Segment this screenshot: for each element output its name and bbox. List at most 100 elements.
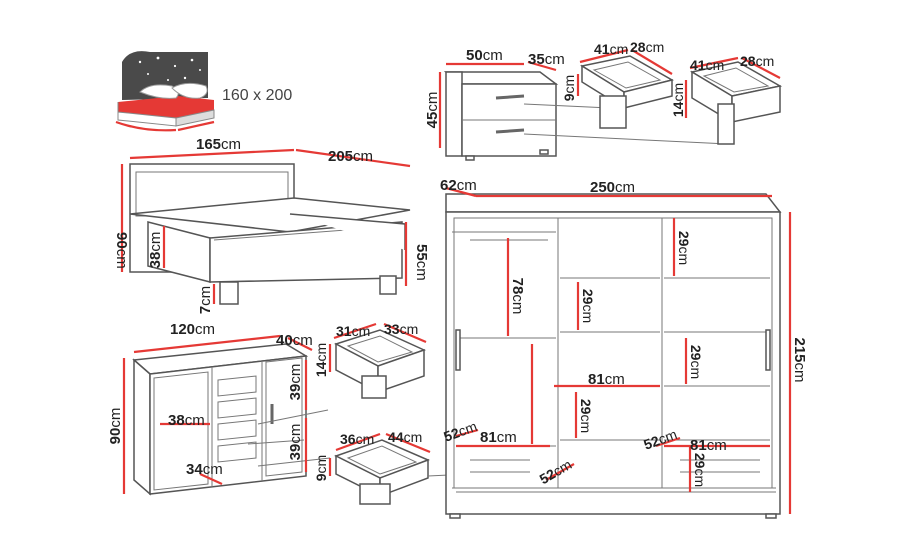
nightstand-drawer-1-depth-value: 28	[630, 39, 646, 55]
unit-label: cm	[424, 92, 441, 112]
dresser-drawer-front-2-value: 39	[287, 444, 304, 461]
svg-text:52cm: 52cm	[641, 426, 679, 453]
unit-label: cm	[313, 343, 329, 362]
unit-label: cm	[605, 371, 625, 388]
unit-label: cm	[195, 321, 215, 338]
unit-label: cm	[545, 51, 565, 68]
svg-text:52cm: 52cm	[441, 418, 479, 445]
unit-label: cm	[221, 136, 241, 153]
nightstand-drawer-2-height-value: 14	[670, 101, 686, 117]
svg-text:31cm: 31cm	[336, 323, 370, 339]
unit-label: cm	[706, 57, 725, 73]
svg-text:40cm: 40cm	[276, 332, 313, 349]
nightstand-depth-value: 35	[528, 51, 545, 68]
dresser-drawer-1-depth-value: 33	[384, 321, 400, 337]
dresser-width-value: 120	[170, 321, 195, 338]
svg-text:9cm: 9cm	[313, 455, 329, 481]
unit-label: cm	[580, 304, 596, 323]
svg-text:62cm: 62cm	[440, 177, 477, 194]
wardrobe-depth-value: 62	[440, 177, 457, 194]
svg-text:81cm: 81cm	[588, 371, 625, 388]
unit-label: cm	[404, 429, 423, 445]
wardrobe-shelf-spacing-1-value: 29	[676, 231, 692, 247]
svg-text:29cm: 29cm	[578, 399, 594, 433]
unit-label: cm	[615, 179, 635, 196]
mattress-size-label: 160 x 200	[222, 87, 292, 104]
dresser-leg-span-value: 34	[186, 461, 203, 478]
wardrobe-bottom-right-width-value: 81	[690, 437, 707, 454]
unit-label: cm	[400, 321, 419, 337]
svg-text:250cm: 250cm	[590, 179, 635, 196]
svg-text:41cm: 41cm	[690, 57, 724, 73]
unit-label: cm	[561, 75, 577, 94]
wardrobe-left-hanging-height-value: 78	[509, 278, 526, 295]
svg-text:41cm: 41cm	[594, 41, 628, 57]
dresser-drawer-2-height-value: 9	[313, 473, 329, 481]
unit-label: cm	[497, 429, 517, 446]
nightstand-drawer-1-height-value: 9	[561, 93, 577, 101]
wardrobe-shelf-spacing-5-value: 29	[692, 453, 708, 469]
wardrobe-width-value: 250	[590, 179, 615, 196]
svg-text:45cm: 45cm	[424, 92, 441, 129]
wardrobe-bottom-mid-depth-value: 52	[537, 465, 559, 487]
unit-label: cm	[670, 83, 686, 102]
unit-label: cm	[356, 431, 375, 447]
bed-dimension-lines	[120, 148, 411, 304]
svg-text:81cm: 81cm	[480, 429, 517, 446]
svg-text:7cm: 7cm	[197, 286, 214, 314]
svg-text:28cm: 28cm	[740, 53, 774, 69]
wardrobe-shelf-spacing-4-value: 29	[578, 399, 594, 415]
dresser-height-value: 90	[107, 428, 124, 445]
svg-text:33cm: 33cm	[384, 321, 418, 337]
dresser-drawer-1-dimension-lines	[328, 322, 427, 372]
unit-label: cm	[203, 461, 223, 478]
svg-text:44cm: 44cm	[388, 429, 422, 445]
unit-label: cm	[457, 177, 477, 194]
svg-text:39cm: 39cm	[287, 424, 304, 461]
nightstand-width-value: 50	[466, 47, 483, 64]
unit-label: cm	[610, 41, 629, 57]
nightstand-dimension-lines	[438, 60, 557, 148]
dresser-shelf-depth-value: 38	[168, 412, 185, 429]
unit-label: cm	[413, 261, 430, 281]
dresser-drawer-1-height-value: 14	[313, 361, 329, 377]
svg-text:34cm: 34cm	[186, 461, 223, 478]
unit-label: cm	[113, 249, 130, 269]
bed-footboard-height-value: 55	[413, 244, 430, 261]
nightstand-drawer-2-dimension-lines	[684, 56, 781, 118]
bed-drawing	[129, 163, 411, 305]
unit-label: cm	[107, 408, 124, 428]
nightstand-drawer-1-width-value: 41	[594, 41, 610, 57]
wardrobe-height-value: 215	[791, 337, 808, 362]
bed-width-value: 165	[196, 136, 221, 153]
unit-label: cm	[509, 294, 526, 314]
nightstand-height-value: 45	[424, 112, 441, 129]
svg-text:78cm: 78cm	[509, 278, 526, 315]
svg-text:29cm: 29cm	[692, 453, 708, 487]
svg-text:29cm: 29cm	[688, 345, 704, 379]
wardrobe-dimension-lines	[445, 186, 792, 514]
unit-label: cm	[197, 286, 214, 306]
wardrobe-drawing	[445, 193, 782, 519]
dresser-drawer-2-dimension-lines	[328, 432, 431, 476]
svg-text:9cm: 9cm	[561, 75, 577, 101]
svg-text:50cm: 50cm	[466, 47, 503, 64]
unit-label: cm	[352, 323, 371, 339]
dresser-drawer-front-1-value: 39	[287, 384, 304, 401]
unit-label: cm	[287, 364, 304, 384]
svg-text:120cm: 120cm	[170, 321, 215, 338]
unit-label: cm	[656, 426, 679, 447]
unit-label: cm	[456, 418, 479, 439]
svg-text:55cm: 55cm	[413, 244, 430, 281]
svg-text:38cm: 38cm	[168, 412, 205, 429]
nightstand-drawer-1-drawing	[580, 55, 674, 129]
unit-label: cm	[791, 363, 808, 383]
bed-leg-height-value: 7	[197, 306, 214, 314]
svg-text:14cm: 14cm	[313, 343, 329, 377]
dresser-drawer-1-drawing	[334, 329, 427, 399]
wardrobe-shelf-width-center-value: 81	[588, 371, 605, 388]
unit-label: cm	[185, 412, 205, 429]
dresser-drawing	[132, 343, 331, 496]
svg-text:29cm: 29cm	[580, 289, 596, 323]
